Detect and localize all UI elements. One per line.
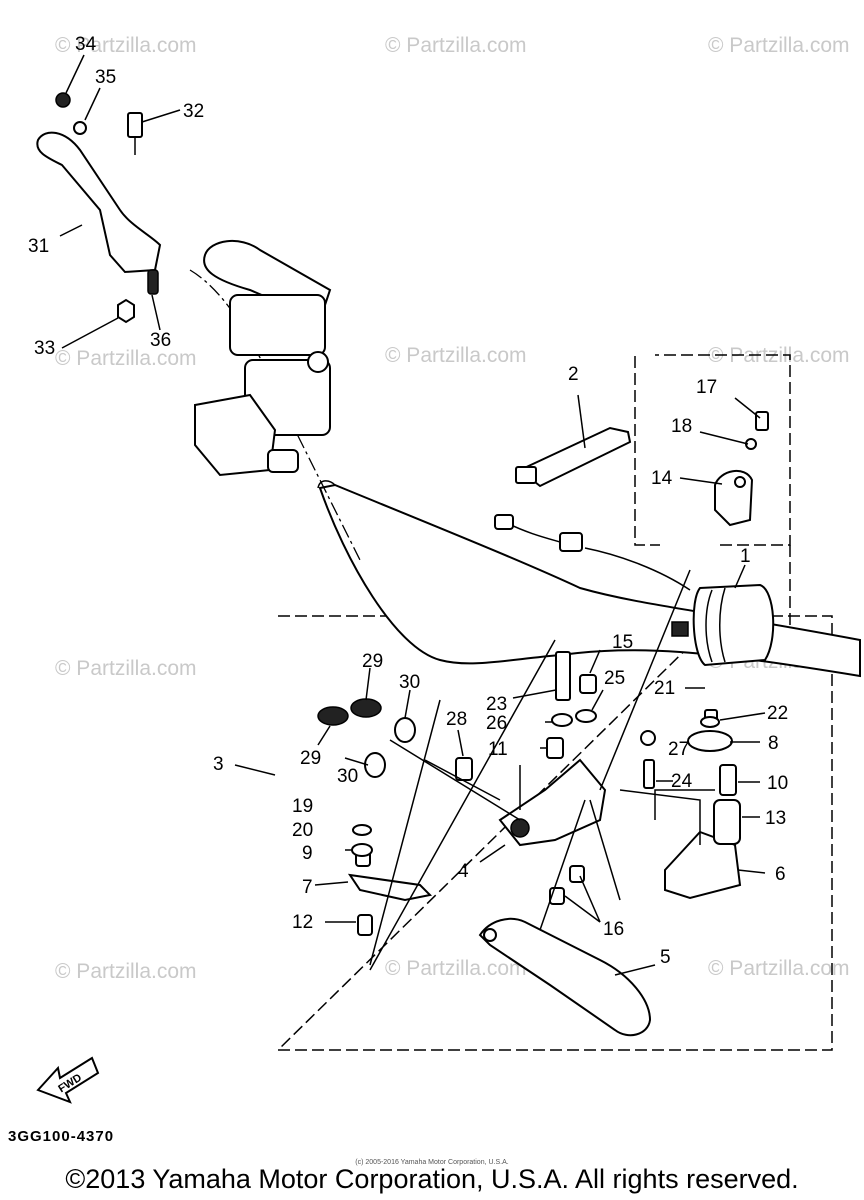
watermark: © Partzilla.com <box>55 657 197 680</box>
callout-25: 25 <box>604 668 625 689</box>
callout-30: 30 <box>337 766 358 787</box>
callout-15: 15 <box>612 632 633 653</box>
callout-13: 13 <box>765 808 786 829</box>
callout-7: 7 <box>302 877 313 898</box>
callout-20: 20 <box>292 820 313 841</box>
copyright-notice: ©2013 Yamaha Motor Corporation, U.S.A. A… <box>65 1164 799 1194</box>
callout-28: 28 <box>446 709 467 730</box>
callout-35: 35 <box>95 67 116 88</box>
callout-3: 3 <box>213 754 224 775</box>
fwd-arrow-icon: FWD <box>36 1056 100 1104</box>
callout-26: 26 <box>486 713 507 734</box>
watermark: © Partzilla.com <box>55 34 197 57</box>
callout-12: 12 <box>292 912 313 933</box>
callout-33: 33 <box>34 338 55 359</box>
callout-24: 24 <box>671 771 693 792</box>
fine-print: (c) 2005-2016 Yamaha Motor Corporation, … <box>355 1159 509 1166</box>
assembly-box-14 <box>634 354 791 546</box>
lever-assembly-top <box>36 92 162 324</box>
callout-1: 1 <box>740 546 751 567</box>
watermark: © Partzilla.com <box>385 344 527 367</box>
diagram-code: 3GG100-4370 <box>8 1128 115 1145</box>
callout-30: 30 <box>399 672 420 693</box>
master-cylinder-assembly <box>194 239 332 477</box>
callout-29: 29 <box>362 651 383 672</box>
callout-23: 23 <box>486 694 507 715</box>
clamp-14 <box>714 411 769 527</box>
callout-17: 17 <box>696 377 717 398</box>
callout-2: 2 <box>568 364 579 385</box>
cable-tie-2 <box>494 426 691 591</box>
leader-lines <box>59 54 766 976</box>
watermark: © Partzilla.com <box>708 34 850 57</box>
callout-4: 4 <box>458 861 469 882</box>
callout-18: 18 <box>671 416 692 437</box>
callout-11: 11 <box>488 739 508 760</box>
watermark: © Partzilla.com <box>708 957 850 980</box>
callout-22: 22 <box>767 703 788 724</box>
callout-8: 8 <box>768 733 779 754</box>
callout-21: 21 <box>654 678 675 699</box>
callout-32: 32 <box>183 101 204 122</box>
watermark: © Partzilla.com <box>55 347 197 370</box>
callout-27: 27 <box>668 739 689 760</box>
watermark: © Partzilla.com <box>708 344 850 367</box>
switch-1 <box>671 583 775 667</box>
callout-labels: 1 2 3 4 5 6 7 8 9 10 11 12 13 14 15 16 1… <box>28 34 788 968</box>
callout-5: 5 <box>660 947 671 968</box>
parts-diagram: © Partzilla.com © Partzilla.com © Partzi… <box>28 34 861 1104</box>
callout-14: 14 <box>651 468 673 489</box>
watermark: © Partzilla.com <box>385 34 527 57</box>
watermark: © Partzilla.com <box>55 960 197 983</box>
callout-9: 9 <box>302 843 313 864</box>
callout-10: 10 <box>767 773 788 794</box>
lever-holder-assembly <box>317 569 742 1037</box>
callout-19: 19 <box>292 796 313 817</box>
callout-16: 16 <box>603 919 624 940</box>
callout-34: 34 <box>75 34 97 55</box>
callout-6: 6 <box>775 864 786 885</box>
callout-36: 36 <box>150 330 171 351</box>
watermark: © Partzilla.com <box>385 957 527 980</box>
callout-31: 31 <box>28 236 49 257</box>
callout-29: 29 <box>300 748 321 769</box>
